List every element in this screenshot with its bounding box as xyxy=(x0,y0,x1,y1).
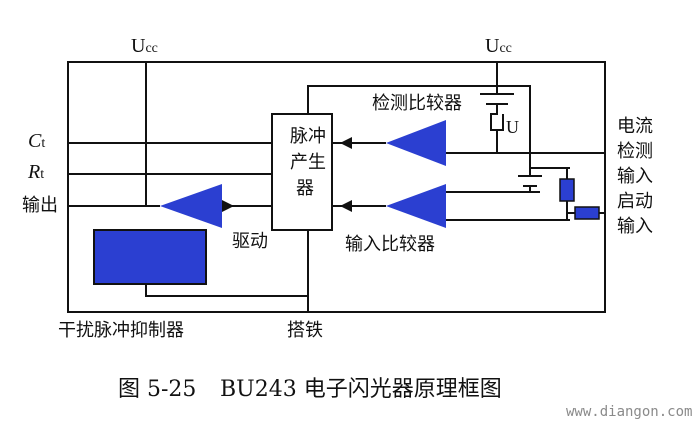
caption-figure-number: 图 5-25 xyxy=(118,377,196,402)
resistor-vertical xyxy=(559,178,575,202)
pulse-generator-line-1: 脉冲 xyxy=(290,126,326,147)
current-detect-line-3: 输入 xyxy=(617,166,653,187)
suppressor-ground-line xyxy=(145,230,309,297)
outer-frame xyxy=(67,61,606,313)
output-label: 输出 xyxy=(22,195,58,216)
input-comparator-amp xyxy=(386,184,446,228)
interference-suppressor-block xyxy=(93,229,207,285)
pulse-generator-box xyxy=(271,113,333,231)
detect-arrow xyxy=(340,137,352,149)
ucc-right-label: Ucc xyxy=(485,35,512,57)
ct-label: Ct xyxy=(28,130,45,152)
u-symbol-label: U xyxy=(506,117,519,137)
watermark: www.diangon.com xyxy=(566,404,692,420)
top-loop-line xyxy=(307,85,531,176)
pulse-generator-line-3: 器 xyxy=(296,178,314,199)
detect-comparator-label: 检测比较器 xyxy=(372,93,462,114)
input-comparator-label: 输入比较器 xyxy=(345,234,435,255)
drive-label: 驱动 xyxy=(232,231,268,252)
drive-arrow xyxy=(222,200,234,212)
pulse-generator-line-2: 产生 xyxy=(290,152,326,173)
rt-label: Rt xyxy=(27,161,44,183)
current-detect-line-1: 电流 xyxy=(617,116,653,137)
resistor-horizontal xyxy=(574,206,600,220)
start-input-line-2: 输入 xyxy=(617,216,653,237)
interference-suppressor-label: 干扰脉冲抑制器 xyxy=(58,320,184,341)
detect-comparator-amp xyxy=(386,120,446,166)
drive-amplifier xyxy=(160,184,222,228)
caption-title: BU243 电子闪光器原理框图 xyxy=(220,377,502,402)
current-detect-line-2: 检测 xyxy=(617,141,653,162)
input-arrow xyxy=(340,200,352,212)
u-source xyxy=(490,104,504,131)
start-input-line-1: 启动 xyxy=(617,191,653,212)
ground-label: 搭铁 xyxy=(287,320,323,341)
ucc-left-label: Ucc xyxy=(131,35,158,57)
